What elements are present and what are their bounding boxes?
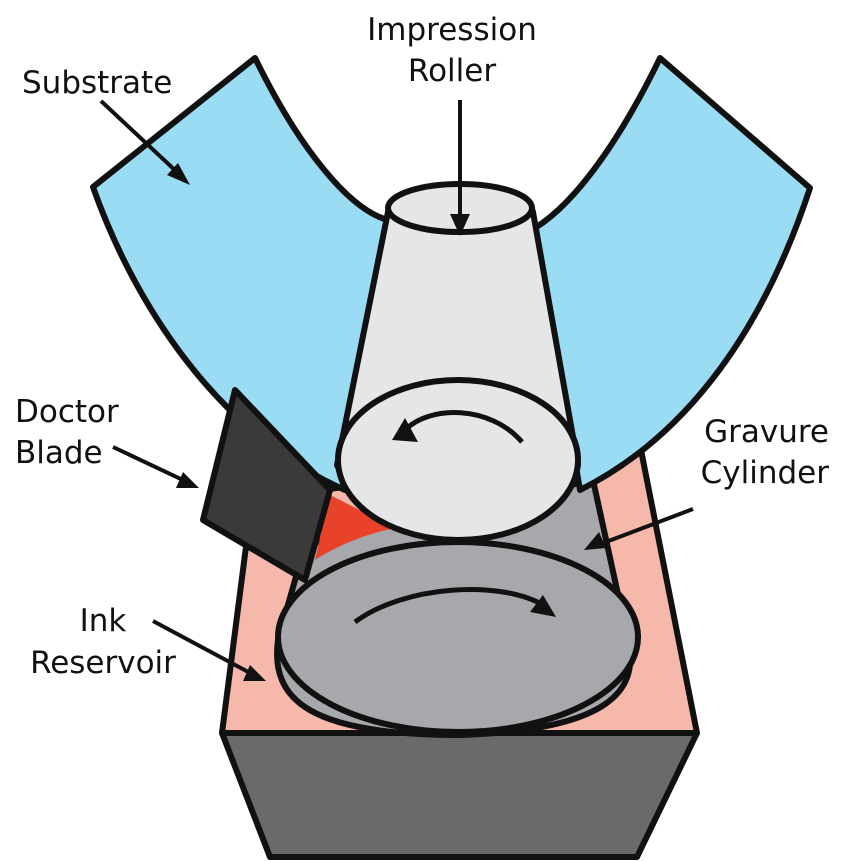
doctor-blade-label-line1: Doctor [15,394,119,430]
gravure-cylinder-face [278,542,638,732]
impression-roller-pointer [450,100,470,236]
impression-roller-label-line2: Roller [408,53,496,89]
doctor-blade-pointer [113,447,199,488]
ink-reservoir-label-line2: Reservoir [30,645,176,681]
gravure-cylinder-label-line1: Gravure [704,414,829,450]
impression-roller-label-line1: Impression [367,12,537,48]
ink-reservoir-label-line1: Ink [80,603,127,639]
gravure-cylinder-label-line2: Cylinder [701,455,830,491]
doctor-blade-label-line2: Blade [15,435,103,471]
tray-base [222,733,697,857]
substrate-label: Substrate [22,65,172,101]
impression-roller-face [338,380,578,540]
